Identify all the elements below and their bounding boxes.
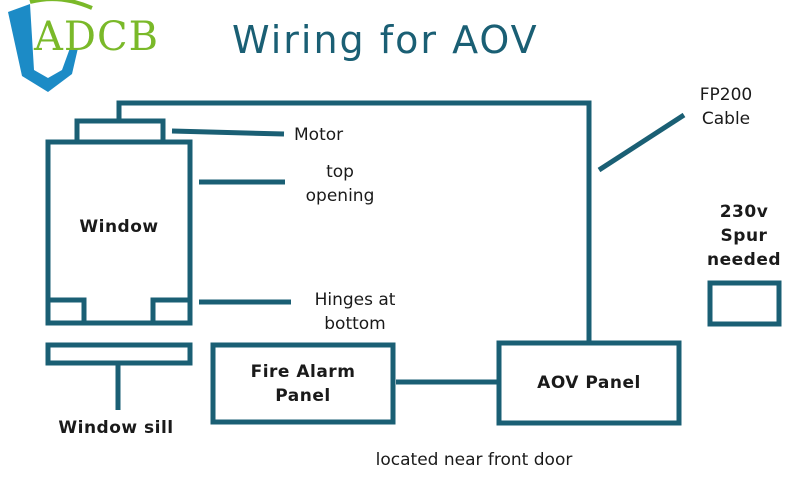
aov-panel-box	[496, 340, 682, 426]
window-sill-label: Window sill	[58, 418, 174, 438]
located-note: located near front door	[375, 450, 573, 470]
fire-alarm-panel-box	[210, 342, 396, 425]
motor-label: Motor	[294, 125, 344, 145]
logo-text: ADCB	[34, 14, 159, 60]
window-box	[45, 139, 193, 326]
motor-leader	[171, 128, 285, 137]
fp200-cable	[116, 100, 592, 343]
window-sill-box	[45, 342, 193, 366]
page-title: Wiring for AOV	[232, 18, 539, 62]
adcb-logo-shield	[8, 0, 93, 92]
window-label: Window	[79, 217, 159, 237]
aov-panel-label: AOV Panel	[537, 373, 641, 393]
cable-leader	[597, 112, 686, 173]
hinge-right	[150, 297, 193, 326]
motor-box	[74, 118, 166, 145]
spur-box	[707, 280, 782, 327]
hinge-left	[45, 297, 87, 326]
